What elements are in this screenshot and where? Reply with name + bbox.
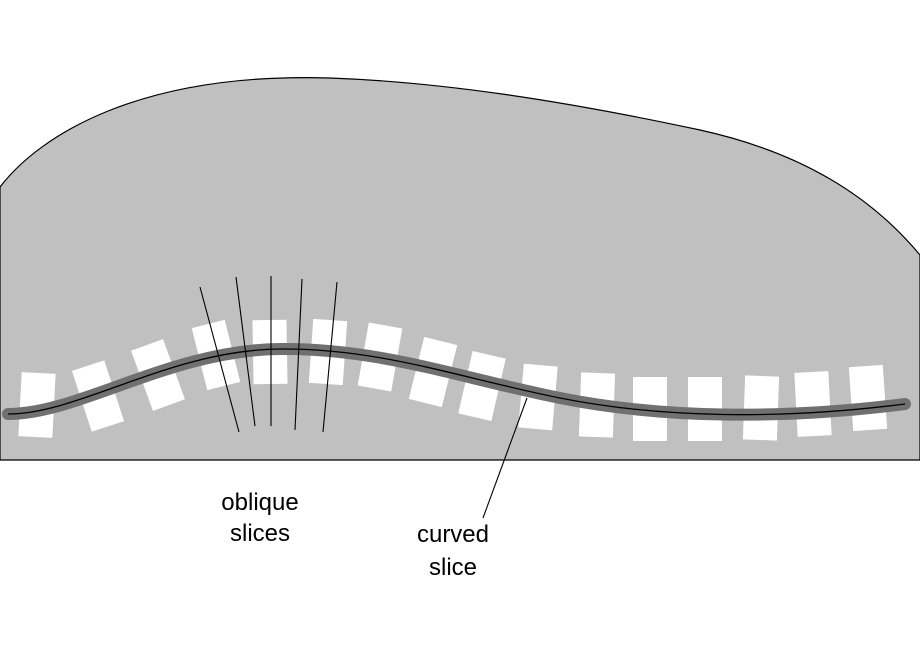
oblique-slice-line (294, 278, 303, 431)
curved-slice-label-line2: slice (429, 554, 477, 581)
curved-slice-leader (482, 397, 528, 519)
oblique-slice-line (199, 286, 240, 433)
oblique-slice-line (322, 281, 338, 433)
vertebra (848, 364, 888, 432)
oblique-slices-label-line2: slices (230, 520, 290, 547)
curved-slice-line (7, 348, 906, 416)
tissue-region (0, 77, 920, 461)
oblique-slice-line (235, 276, 256, 427)
oblique-slices-group (199, 276, 338, 433)
curved-slice-label-line1: curved (417, 521, 489, 548)
vertebra (742, 375, 780, 441)
vertebra (794, 371, 832, 437)
oblique-slices-label-line1: oblique (221, 489, 298, 516)
